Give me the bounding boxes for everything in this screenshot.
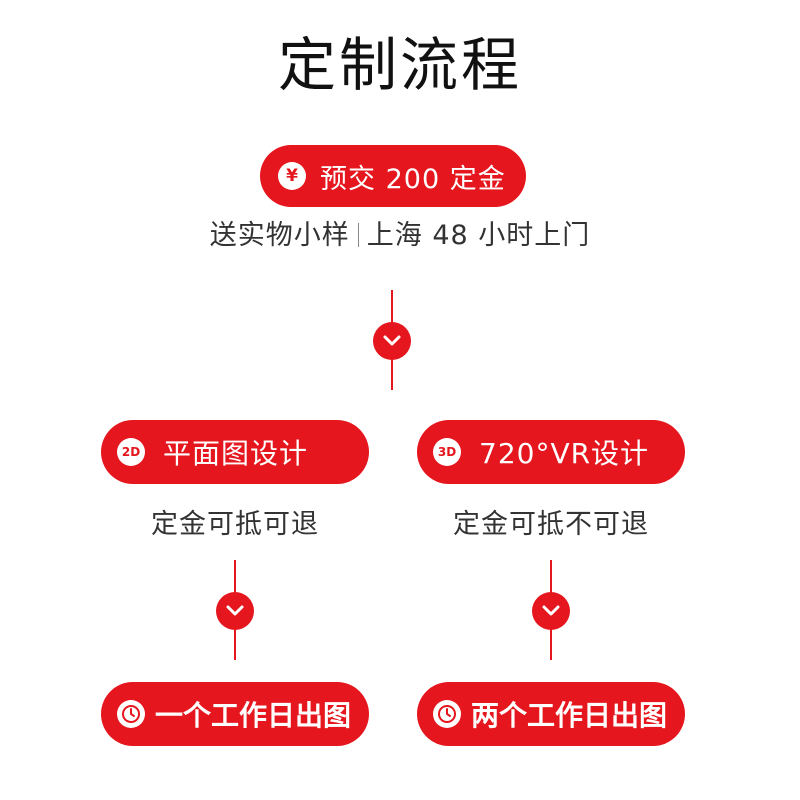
page-title: 定制流程 [277, 31, 522, 99]
plan-design-subtext: 定金可抵可退 [151, 509, 319, 540]
2d-badge-icon: 2D [117, 438, 145, 466]
vr-design-label: 720°VR设计 [479, 437, 650, 470]
vr-design-button[interactable]: 3D 720°VR设计 [417, 420, 685, 484]
one-day-delivery-button[interactable]: 一个工作日出图 [101, 682, 369, 746]
yen-icon: ¥ [278, 162, 306, 190]
visit-text: 上海 48 小时上门 [366, 220, 591, 251]
chevron-down-icon [532, 592, 570, 630]
one-day-delivery-label: 一个工作日出图 [155, 699, 352, 732]
plan-design-label: 平面图设计 [163, 437, 309, 470]
sample-text: 送实物小样 [209, 220, 350, 251]
plan-design-button[interactable]: 2D 平面图设计 [101, 420, 369, 484]
deposit-subtext: 送实物小样上海 48 小时上门 [0, 213, 800, 252]
chevron-down-icon [373, 322, 411, 360]
vr-design-subtext: 定金可抵不可退 [453, 509, 649, 540]
deposit-button[interactable]: ¥ 预交 200 定金 [260, 145, 526, 207]
3d-badge-icon: 3D [433, 438, 461, 466]
clock-icon [117, 700, 145, 728]
separator [357, 223, 359, 247]
chevron-down-icon [216, 592, 254, 630]
two-day-delivery-label: 两个工作日出图 [471, 699, 668, 732]
deposit-label: 预交 200 定金 [320, 163, 506, 195]
clock-icon [433, 700, 461, 728]
two-day-delivery-button[interactable]: 两个工作日出图 [417, 682, 685, 746]
